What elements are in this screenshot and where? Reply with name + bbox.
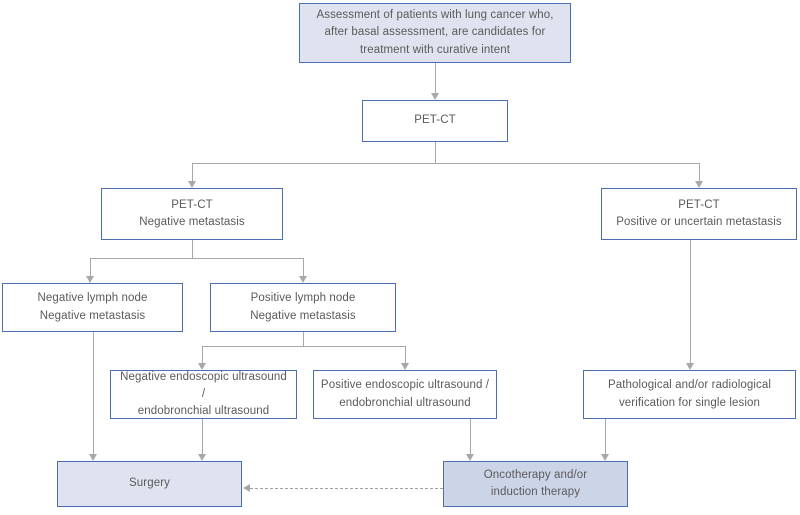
node-assessment-label: Assessment of patients with lung cancer … xyxy=(316,9,554,56)
connector-positive-ultrasound-to-oncotherapy xyxy=(470,419,471,454)
connector-oncotherapy-to-surgery-dashed xyxy=(250,488,443,489)
node-pet-ct: PET-CT xyxy=(362,100,508,142)
arrowhead-oncotherapy-left xyxy=(465,454,474,461)
arrowhead-negative-lymph xyxy=(85,276,94,283)
arrowhead-pathological xyxy=(685,363,694,370)
connector-negative-ultrasound-to-surgery xyxy=(202,419,203,454)
node-positive-lymph-node-label: Positive lymph node Negative metastasis xyxy=(250,292,356,322)
node-negative-lymph-node-label: Negative lymph node Negative metastasis xyxy=(37,292,148,322)
connector-positive-lymph-stem xyxy=(303,332,304,346)
node-pet-ct-negative-label: PET-CT Negative metastasis xyxy=(139,198,245,228)
connector-to-petct-negative xyxy=(192,163,193,181)
arrowhead-surgery-right xyxy=(197,454,206,461)
connector-petct-negative-stem xyxy=(192,240,193,258)
connector-to-negative-ultrasound xyxy=(202,346,203,363)
node-pet-ct-positive: PET-CT Positive or uncertain metastasis xyxy=(601,188,797,240)
connector-pathological-to-oncotherapy xyxy=(605,419,606,454)
arrowhead-petct-positive xyxy=(694,181,703,188)
node-oncotherapy: Oncotherapy and/or induction therapy xyxy=(443,461,628,507)
node-negative-ultrasound: Negative endoscopic ultrasound / endobro… xyxy=(110,370,297,419)
arrowhead-surgery-dashed xyxy=(243,483,250,492)
connector-to-positive-ultrasound xyxy=(405,346,406,363)
connector-assessment-to-petct xyxy=(435,63,436,93)
arrowhead-positive-ultrasound xyxy=(400,363,409,370)
node-pet-ct-label: PET-CT xyxy=(414,114,456,127)
node-positive-lymph-node: Positive lymph node Negative metastasis xyxy=(210,283,396,332)
connector-to-petct-positive xyxy=(699,163,700,181)
arrowhead-negative-ultrasound xyxy=(197,363,206,370)
connector-negative-lymph-to-surgery xyxy=(93,332,94,454)
node-positive-ultrasound-label: Positive endoscopic ultrasound / endobro… xyxy=(320,379,490,409)
node-pathological-verification-label: Pathological and/or radiological verific… xyxy=(607,379,772,409)
connector-to-negative-lymph xyxy=(90,258,91,276)
node-pet-ct-positive-label: PET-CT Positive or uncertain metastasis xyxy=(616,198,782,228)
node-assessment: Assessment of patients with lung cancer … xyxy=(299,3,571,63)
node-positive-ultrasound: Positive endoscopic ultrasound / endobro… xyxy=(313,370,497,419)
connector-to-positive-lymph xyxy=(303,258,304,276)
arrowhead-oncotherapy-right xyxy=(600,454,609,461)
node-pathological-verification: Pathological and/or radiological verific… xyxy=(583,370,796,419)
node-pet-ct-negative: PET-CT Negative metastasis xyxy=(101,188,283,240)
connector-ultrasound-split-bar xyxy=(202,346,405,347)
node-surgery: Surgery xyxy=(57,461,242,507)
connector-lymph-split-bar xyxy=(90,258,303,259)
arrowhead-petct xyxy=(430,93,439,100)
node-surgery-label: Surgery xyxy=(129,477,170,490)
arrowhead-petct-negative xyxy=(187,181,196,188)
arrowhead-surgery-left xyxy=(88,454,97,461)
node-negative-lymph-node: Negative lymph node Negative metastasis xyxy=(2,283,183,332)
node-negative-ultrasound-label: Negative endoscopic ultrasound / endobro… xyxy=(120,370,287,418)
connector-petct-positive-to-pathological xyxy=(690,240,691,363)
connector-petct-stem xyxy=(435,142,436,163)
arrowhead-positive-lymph xyxy=(298,276,307,283)
connector-petct-split-bar xyxy=(192,163,699,164)
node-oncotherapy-label: Oncotherapy and/or induction therapy xyxy=(483,468,588,498)
